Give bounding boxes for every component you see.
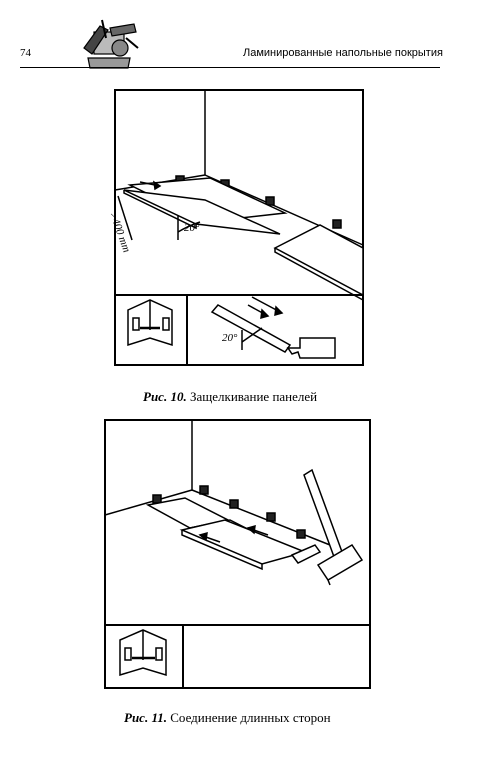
angle-label-main: 20° [184,222,200,234]
figure-11-caption: Рис. 11. Соединение длинных сторон [124,710,331,726]
figure-10-label: Рис. 10. [143,389,187,404]
figure-11-label: Рис. 11. [124,710,167,725]
angle-label-detail: 20° [222,332,238,344]
figure-11-caption-text: Соединение длинных сторон [170,710,331,725]
running-header: Ламинированные напольные покрытия [243,47,443,59]
figure-10-caption-text: Защелкивание панелей [189,389,318,404]
page-number: 74 [20,47,31,59]
hand-tools-logo-icon [83,19,139,69]
figure-10-caption: Рис. 10. Защелкивание панелей [143,389,317,405]
header-rule [20,67,440,68]
